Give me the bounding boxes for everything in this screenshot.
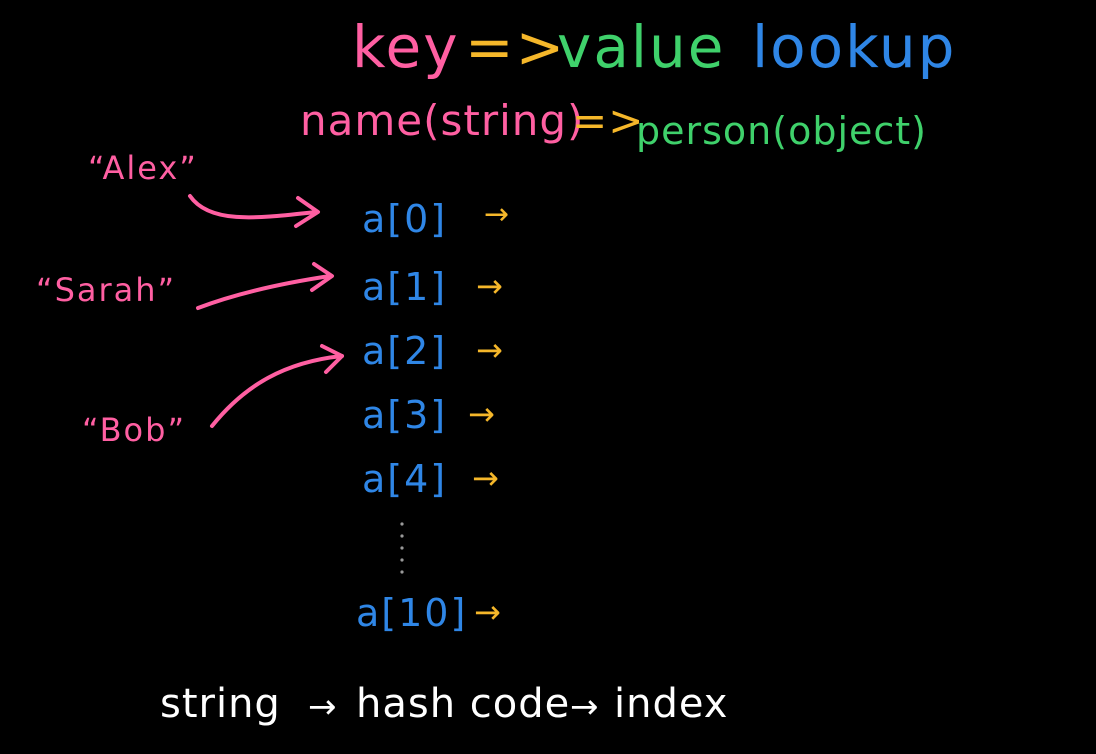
- slot-a0: a[0]: [362, 197, 448, 241]
- slot-a4-arrow: →: [472, 459, 501, 497]
- slot-a2: a[2]: [362, 329, 448, 373]
- key-label-bob: “Bob”: [82, 411, 187, 449]
- footer-index: index: [614, 681, 729, 727]
- arrow-sarah-head: [310, 262, 334, 292]
- slot-a3-arrow: →: [468, 395, 497, 433]
- slot-a10-arrow: →: [474, 593, 503, 631]
- subtitle-value-type: person(object): [636, 109, 928, 153]
- title-key: key: [352, 13, 460, 81]
- arrow-alex-head: [294, 196, 320, 228]
- key-label-alex: “Alex”: [88, 149, 198, 187]
- slot-a1-arrow: →: [476, 267, 505, 305]
- slot-a10: a[10]: [356, 591, 468, 635]
- arrow-alex-to-a0: [188, 194, 318, 220]
- footer-arrow-1: →: [308, 687, 338, 727]
- footer-arrow-2: →: [570, 687, 600, 727]
- footer-string: string: [160, 681, 281, 727]
- arrow-bob-head: [320, 344, 344, 374]
- footer-hash-code: hash code: [356, 681, 571, 727]
- slot-a1: a[1]: [362, 265, 448, 309]
- slot-a2-arrow: →: [476, 331, 505, 369]
- key-label-sarah: “Sarah”: [36, 271, 177, 309]
- title-lookup: lookup: [752, 13, 957, 81]
- title-arrow: =>: [465, 13, 567, 81]
- ellipsis-dots: [400, 522, 404, 574]
- slot-a4: a[4]: [362, 457, 448, 501]
- title-value: value: [557, 13, 726, 81]
- subtitle-arrow: =>: [572, 96, 645, 145]
- slot-a3: a[3]: [362, 393, 448, 437]
- subtitle-key-type: name(string): [300, 96, 585, 145]
- arrow-bob-to-a2: [210, 354, 344, 428]
- arrow-sarah-to-a1: [196, 274, 332, 310]
- slot-a0-arrow: →: [484, 197, 512, 232]
